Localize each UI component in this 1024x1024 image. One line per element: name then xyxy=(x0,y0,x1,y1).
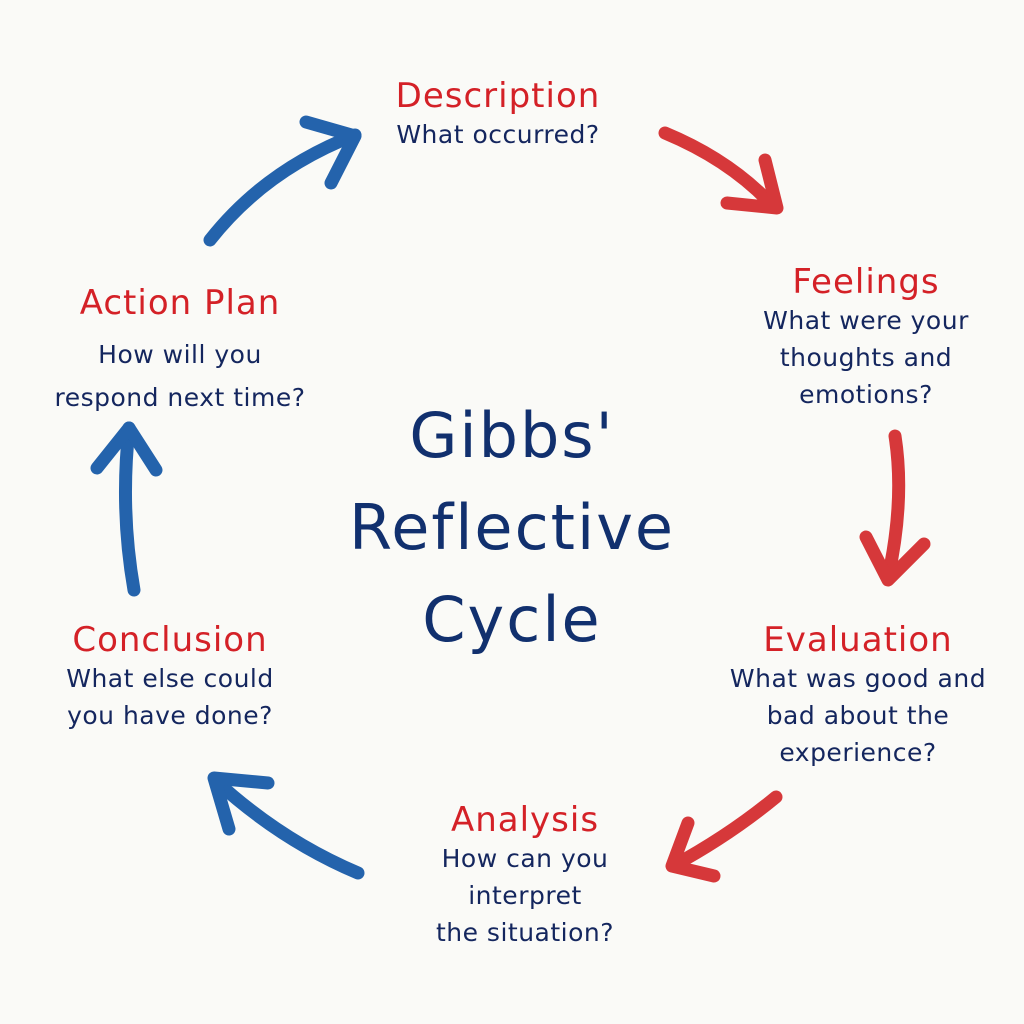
stage-question: How will you respond next time? xyxy=(54,340,306,412)
stage-title: Evaluation xyxy=(763,620,953,660)
arrow-analysis-to-conclusion xyxy=(207,771,365,880)
arrow-description-to-feelings xyxy=(658,126,784,215)
stage-title: Description xyxy=(395,76,601,116)
stage-feelings: Feelings What were your thoughts and emo… xyxy=(716,262,1016,413)
diagram-title: Gibbs' Reflective Cycle xyxy=(348,399,676,656)
arrow-evaluation-to-analysis xyxy=(665,790,783,883)
stage-conclusion: Conclusion What else could you have done… xyxy=(10,620,330,734)
stage-title: Action Plan xyxy=(79,283,281,323)
stage-evaluation: Evaluation What was good and bad about t… xyxy=(698,620,1018,771)
stage-title: Analysis xyxy=(450,800,600,840)
stage-question: What was good and bad about the experien… xyxy=(729,664,987,767)
stage-action-plan: Action Plan How will you respond next ti… xyxy=(10,283,350,419)
stage-question: What else could you have done? xyxy=(66,664,274,730)
stage-question: How can you interpret the situation? xyxy=(435,844,615,947)
stage-title: Conclusion xyxy=(72,620,268,660)
arrow-action-plan-to-description xyxy=(203,115,362,247)
stage-question: What were your thoughts and emotions? xyxy=(763,306,969,409)
stage-description: Description What occurred? xyxy=(348,76,648,153)
stage-analysis: Analysis How can you interpret the situa… xyxy=(380,800,670,951)
arrow-conclusion-to-action-plan xyxy=(90,421,163,597)
arrow-feelings-to-evaluation xyxy=(859,429,931,587)
stage-title: Feelings xyxy=(792,262,940,302)
stage-question: What occurred? xyxy=(396,120,600,149)
